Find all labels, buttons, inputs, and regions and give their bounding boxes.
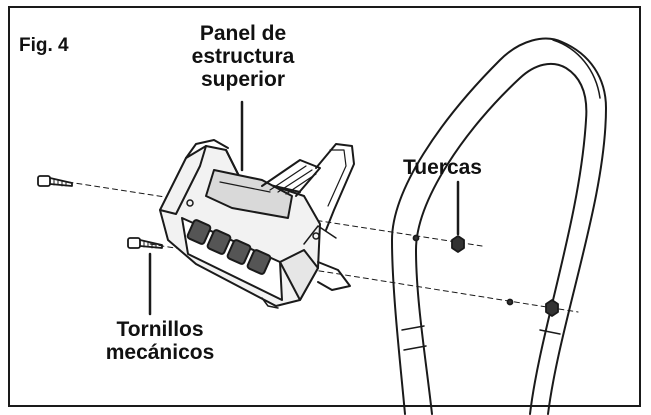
- screws-callout-line1: Tornillos: [116, 318, 204, 341]
- panel-callout: Panel de estructura superior: [178, 22, 308, 91]
- machine-screws: [37, 175, 163, 249]
- nuts-callout: Tuercas: [403, 156, 482, 179]
- screws-callout: Tornillos mecánicos: [90, 318, 230, 364]
- machine-screw-upper: [37, 175, 73, 187]
- panel-callout-line2: estructura: [191, 45, 295, 68]
- figure-label: Fig. 4: [19, 35, 69, 56]
- figure-frame: [8, 6, 641, 407]
- nuts: [412, 234, 559, 317]
- upright-frame: [391, 37, 607, 415]
- upper-frame-panel: [159, 139, 355, 309]
- screws-callout-line2: mecánicos: [105, 341, 215, 364]
- machine-screw-lower: [127, 237, 163, 249]
- nut-upper: [451, 235, 465, 253]
- leader-lines: [148, 100, 460, 316]
- panel-callout-line1: Panel de: [199, 22, 287, 45]
- panel-callout-line3: superior: [200, 68, 286, 91]
- nut-lower: [545, 299, 559, 317]
